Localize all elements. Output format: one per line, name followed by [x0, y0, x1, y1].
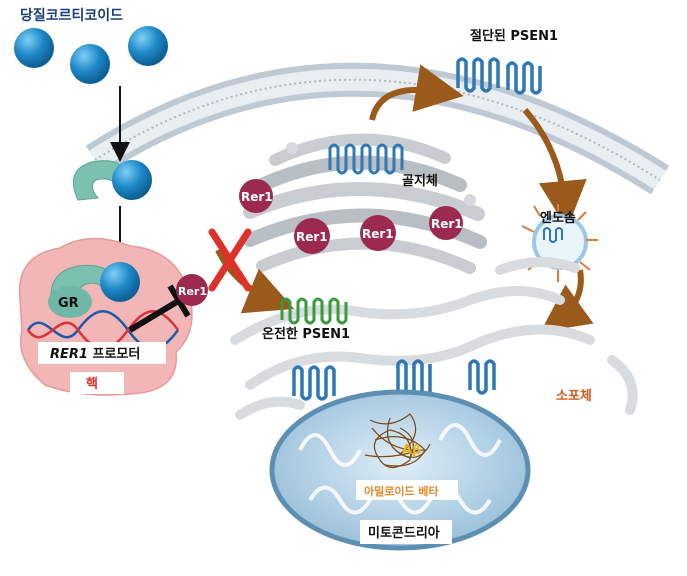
receptor-complex	[72, 160, 152, 201]
nucleus-label-box	[70, 372, 124, 394]
bound-glucocorticoid	[112, 160, 152, 200]
endosome	[521, 204, 598, 282]
rer1-blob: Rer1	[429, 206, 463, 240]
golgi-psen1	[328, 143, 404, 175]
rer1-promoter-label: RER1 프로모터	[50, 346, 140, 362]
gr-protein	[48, 286, 92, 318]
nucleus-label: 핵	[86, 376, 98, 392]
svg-text:Rer1: Rer1	[178, 285, 207, 298]
amyloid-beta-fibrils	[364, 413, 431, 469]
abeta-label: Aβ	[402, 443, 421, 458]
mitochondria-label-box	[360, 520, 452, 544]
cleaved-psen1-label: 절단된 PSEN1	[470, 28, 558, 44]
intact-psen1-label: 온전한 PSEN1	[262, 326, 350, 342]
blocked-transport-arrow	[208, 228, 295, 314]
rer1-proteins: Rer1 Rer1 Rer1 Rer1 Rer1	[176, 179, 463, 306]
svg-text:Rer1: Rer1	[296, 230, 328, 244]
glucocorticoid-spheres	[14, 26, 168, 84]
svg-text:Rer1: Rer1	[431, 217, 463, 231]
membrane-to-endosome-arrow	[522, 108, 587, 229]
golgi-label: 골지체	[402, 174, 438, 189]
glucocorticoid-sphere	[128, 26, 168, 66]
golgi-to-membrane-arrow	[369, 64, 464, 121]
mitochondria-label: 미토콘드리아	[368, 525, 440, 541]
endosome-label: 엔도솜	[540, 210, 576, 226]
glucocorticoid-sphere	[70, 44, 110, 84]
endosome-to-er-arrow	[540, 269, 594, 333]
rer1-blob: Rer1	[294, 218, 330, 254]
endoplasmic-reticulum	[230, 256, 638, 420]
cell-membrane	[85, 62, 670, 195]
rer1-blob: Rer1	[360, 215, 396, 251]
inhibition-symbol	[128, 284, 191, 333]
amyloid-beta-label-box	[356, 480, 458, 500]
gr-complex: GR	[48, 262, 140, 318]
lysosome-label: 소포체	[556, 389, 592, 404]
glucocorticoid-label: 당질코르티코이드	[20, 7, 123, 24]
amyloid-beta-label: 아밀로이드 베타	[364, 484, 440, 498]
cleaved-psen1	[456, 57, 542, 95]
intact-psen1	[280, 297, 348, 325]
glucocorticoid-sphere	[14, 28, 54, 68]
golgi-apparatus	[243, 133, 487, 274]
svg-text:Rer1: Rer1	[362, 227, 394, 241]
svg-text:Rer1: Rer1	[241, 190, 273, 204]
rer1-blob: Rer1	[239, 179, 273, 213]
rer1-blob: Rer1	[176, 274, 208, 306]
nuclear-glucocorticoid	[100, 262, 140, 302]
gr-label: GR	[58, 296, 79, 311]
rer1-promoter-box	[38, 342, 166, 364]
